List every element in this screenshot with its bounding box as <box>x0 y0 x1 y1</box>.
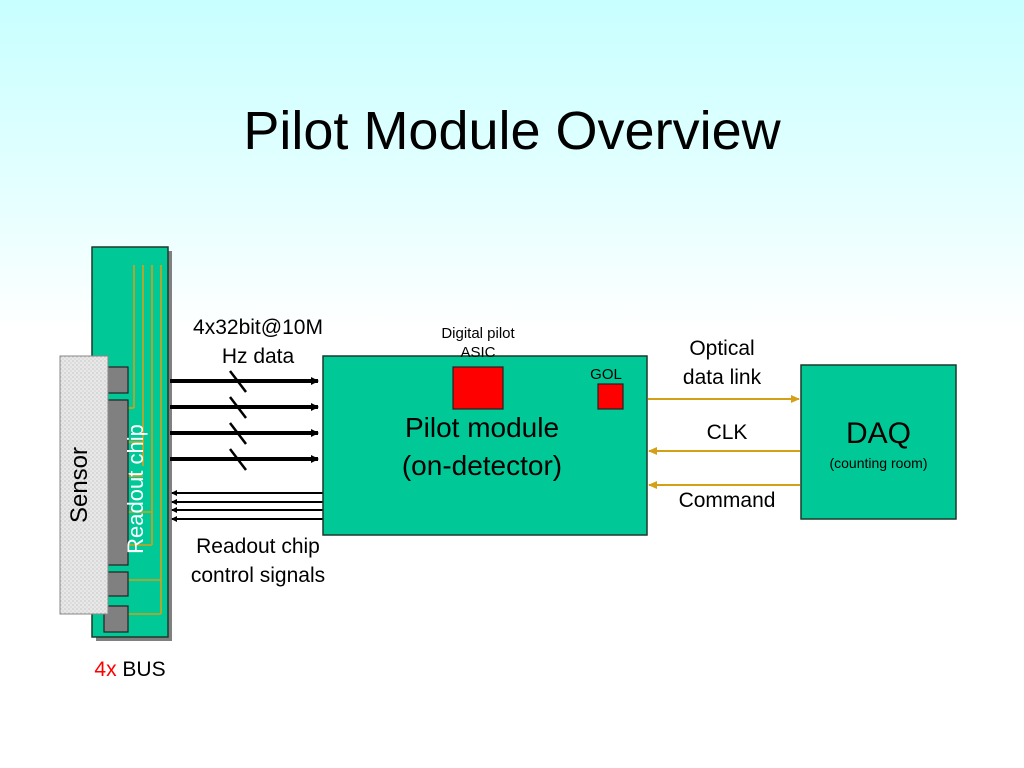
daq-title: DAQ <box>845 417 911 450</box>
gol-chip <box>597 383 624 410</box>
clk-label: CLK <box>706 421 748 444</box>
optical-links <box>648 395 800 489</box>
readout-chip-label: Readout chip <box>123 424 148 554</box>
asic-label-line2: ASIC <box>460 344 496 361</box>
optical-link-label-line2: data link <box>682 366 762 389</box>
sensor-block <box>59 355 109 615</box>
digital-pilot-asic-chip <box>452 366 504 410</box>
control-arrows <box>171 490 323 522</box>
bus-label: BUS <box>122 658 166 681</box>
control-signals-label-line2: control signals <box>190 564 326 587</box>
bus-width-slashes <box>229 370 247 471</box>
optical-link-label-line1: Optical <box>689 337 755 360</box>
sensor-label: Sensor <box>66 446 93 524</box>
control-signals-label-line1: Readout chip <box>196 535 320 558</box>
data-rate-label-line1: 4x32bit@10M <box>193 316 323 339</box>
bus-traces <box>126 265 162 615</box>
data-rate-label-line2: Hz data <box>221 345 295 368</box>
slide-title: Pilot Module Overview <box>243 101 781 161</box>
command-label: Command <box>678 489 776 512</box>
data-arrows <box>170 377 319 463</box>
pilot-module-title-line1: Pilot module <box>404 412 560 443</box>
daq-block <box>800 364 957 520</box>
bus-caption: 4x BUS <box>60 658 200 682</box>
daq-subtitle: (counting room) <box>829 455 928 471</box>
bus-multiplier: 4x <box>94 658 117 681</box>
asic-label-line1: Digital pilot <box>441 325 515 342</box>
pilot-module-title-line2: (on-detector) <box>401 450 563 481</box>
gol-label: GOL <box>590 366 622 383</box>
